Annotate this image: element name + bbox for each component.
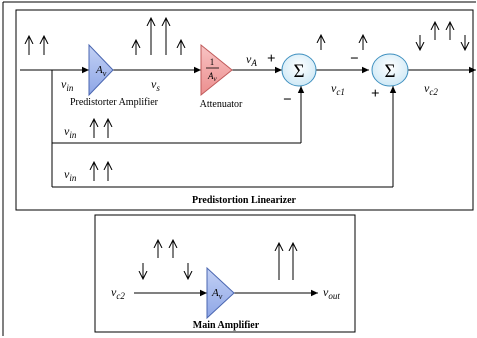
label-v-s: vs xyxy=(151,77,160,93)
sum2-plus-sign: + xyxy=(371,86,380,102)
spectrum-arrows xyxy=(29,18,465,280)
label-v-in-3: vin xyxy=(64,167,77,183)
label-v-c1: vc1 xyxy=(331,81,345,97)
linearizer-panel xyxy=(15,9,474,211)
attenuator-label: Attenuator xyxy=(200,99,243,110)
linearizer-title: Predistortion Linearizer xyxy=(192,195,297,206)
main-amp-gain: Av xyxy=(211,287,223,301)
predistorter-amp-label: Predistorter Amplifier xyxy=(70,97,159,108)
summer-2-symbol: Σ xyxy=(384,61,395,82)
attenuator: 1 Av xyxy=(200,43,233,97)
summer-2: Σ xyxy=(371,53,409,87)
predistorter-amplifier: Av xyxy=(88,43,114,97)
main-amp-panel xyxy=(94,214,356,333)
summer-1: Σ xyxy=(281,53,317,87)
signal-wiring xyxy=(20,66,476,297)
main-amp-title: Main Amplifier xyxy=(193,320,260,331)
label-v-in-1: vin xyxy=(61,77,74,93)
sum1-plus-sign: + xyxy=(267,51,276,67)
sum1-minus-sign: − xyxy=(283,92,292,108)
label-v-a: vA xyxy=(246,52,257,68)
label-v-out: vout xyxy=(323,285,340,301)
attenuator-numerator: 1 xyxy=(210,57,215,67)
sum2-minus-sign: − xyxy=(350,51,359,67)
label-v-in-2: vin xyxy=(64,124,77,140)
main-amplifier: Av xyxy=(206,266,235,320)
summer-1-symbol: Σ xyxy=(293,61,304,82)
label-v-c2-out: vc2 xyxy=(424,81,438,97)
label-v-c2-in: vc2 xyxy=(111,285,125,301)
attenuator-denominator: Av xyxy=(207,71,218,83)
predistorter-gain: Av xyxy=(95,64,107,78)
